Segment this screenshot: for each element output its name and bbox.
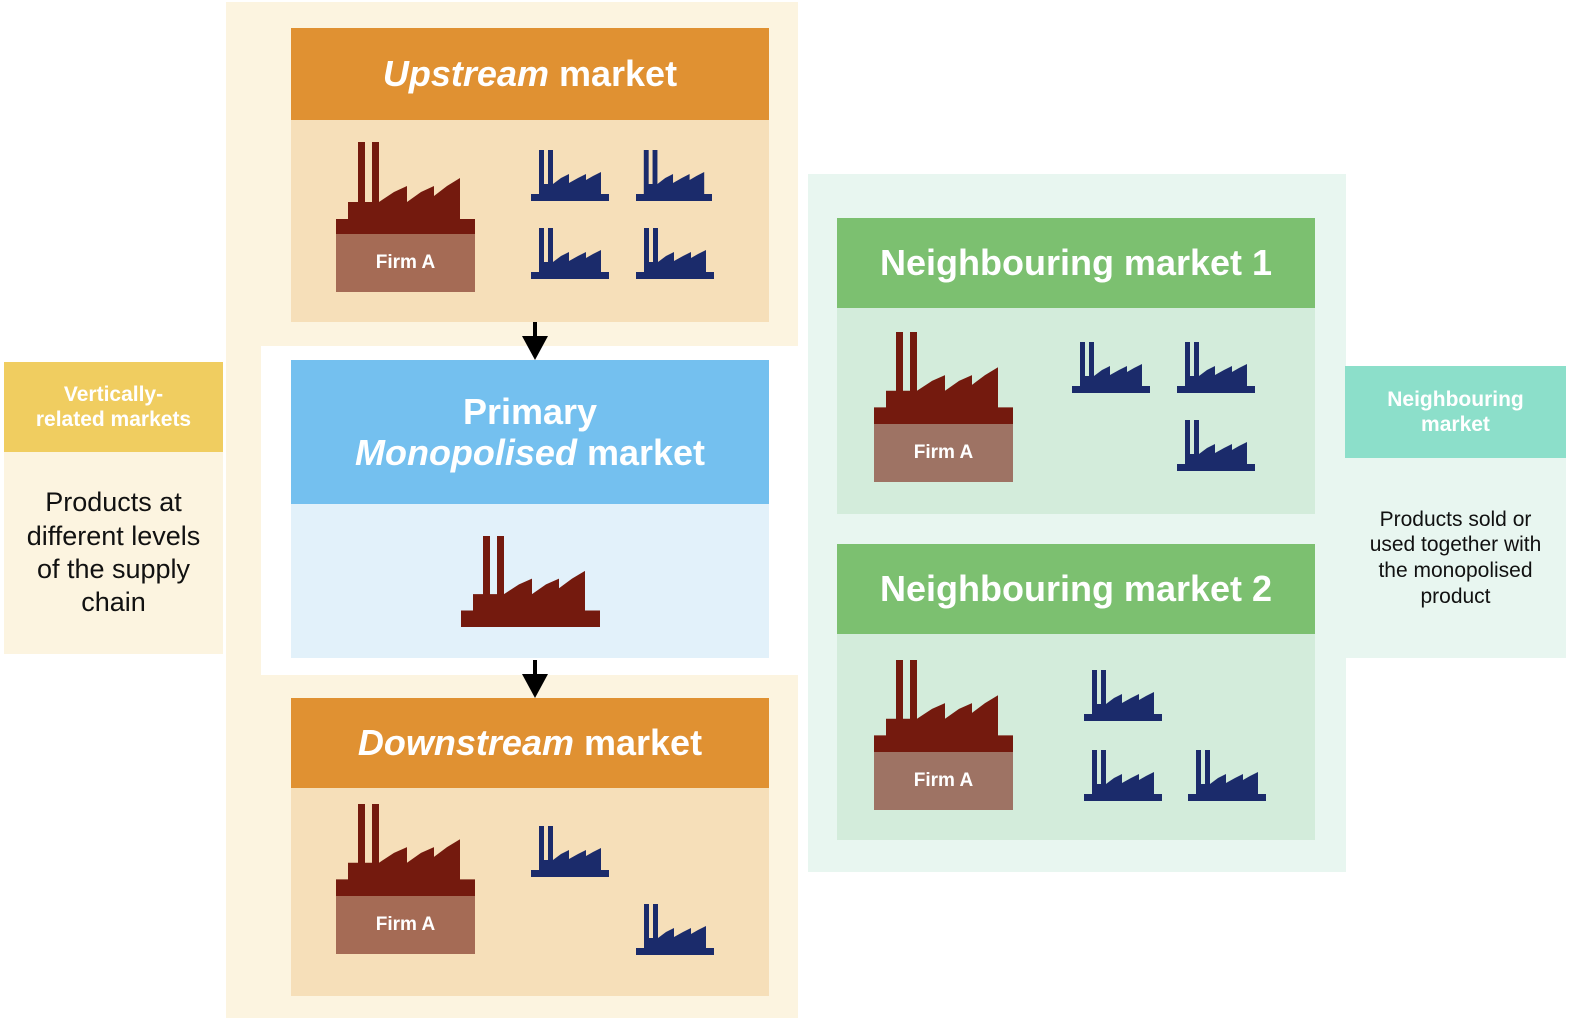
competitor-factory-icon	[1177, 420, 1255, 471]
arrow-down-icon	[522, 660, 548, 698]
neighbouring-market-1-panel: Neighbouring market 1 Firm A	[837, 218, 1315, 514]
upstream-market-panel: Upstream market Firm A	[291, 28, 769, 322]
competitor-factory-icon	[531, 826, 609, 877]
neighbouring-market-2-panel: Neighbouring market 2 Firm A	[837, 544, 1315, 840]
upstream-market-title: Upstream market	[382, 53, 678, 95]
monopolist-factory-icon	[461, 536, 600, 627]
legend-vertically-related-header: Vertically- related markets	[4, 362, 223, 452]
primary-market-body	[291, 504, 769, 658]
legend-neighbouring-description: Products sold or used together with the …	[1369, 507, 1542, 608]
upstream-market-header: Upstream market	[291, 28, 769, 120]
legend-neighbouring: Neighbouring market Products sold or use…	[1345, 366, 1566, 658]
factory-icon	[336, 804, 475, 896]
downstream-market-body: Firm A	[291, 788, 769, 996]
competitor-factory-icon	[1084, 750, 1162, 801]
neighbouring-market-1-title: Neighbouring market 1	[879, 242, 1273, 284]
firm-a-factory: Firm A	[874, 332, 1013, 482]
downstream-market-header: Downstream market	[291, 698, 769, 788]
neighbouring-market-1-header: Neighbouring market 1	[837, 218, 1315, 308]
primary-market-title-line1: Primary	[462, 390, 598, 432]
competitor-factory-icon	[1177, 342, 1255, 393]
firm-a-label: Firm A	[336, 896, 475, 954]
factory-icon	[874, 332, 1013, 424]
factory-icon	[874, 660, 1013, 752]
legend-vertically-related-description: Products at different levels of the supp…	[26, 487, 201, 618]
primary-market-title-line2: Monopolised market	[354, 432, 706, 473]
competitor-factory-icon	[636, 150, 712, 201]
primary-market-header: Primary Monopolised market	[291, 360, 769, 504]
neighbouring-market-1-body: Firm A	[837, 308, 1315, 514]
downstream-market-title: Downstream market	[357, 722, 703, 764]
neighbouring-market-2-title: Neighbouring market 2	[879, 568, 1273, 610]
legend-vertically-related: Vertically- related markets Products at …	[4, 362, 223, 654]
primary-market-panel: Primary Monopolised market	[291, 360, 769, 658]
legend-neighbouring-body: Products sold or used together with the …	[1345, 458, 1566, 658]
firm-a-factory: Firm A	[874, 660, 1013, 810]
legend-vertically-related-body: Products at different levels of the supp…	[4, 452, 223, 654]
upstream-market-body: Firm A	[291, 120, 769, 322]
firm-a-label: Firm A	[874, 752, 1013, 810]
legend-neighbouring-header: Neighbouring market	[1345, 366, 1566, 458]
firm-a-factory: Firm A	[336, 142, 475, 292]
firm-a-label: Firm A	[336, 234, 475, 292]
competitor-factory-icon	[1084, 670, 1162, 721]
competitor-factory-icon	[1188, 750, 1266, 801]
competitor-factory-icon	[531, 228, 609, 279]
legend-vertically-related-title: Vertically- related markets	[35, 382, 192, 431]
legend-neighbouring-title: Neighbouring market	[1387, 387, 1524, 436]
competitor-factory-icon	[531, 150, 609, 201]
firm-a-factory: Firm A	[336, 804, 475, 954]
downstream-market-panel: Downstream market Firm A	[291, 698, 769, 996]
firm-a-label: Firm A	[874, 424, 1013, 482]
factory-icon	[336, 142, 475, 236]
neighbouring-market-2-header: Neighbouring market 2	[837, 544, 1315, 634]
arrow-down-icon	[522, 322, 548, 360]
competitor-factory-icon	[1072, 342, 1150, 393]
competitor-factory-icon	[636, 904, 714, 955]
neighbouring-market-2-body: Firm A	[837, 634, 1315, 840]
competitor-factory-icon	[636, 228, 714, 279]
